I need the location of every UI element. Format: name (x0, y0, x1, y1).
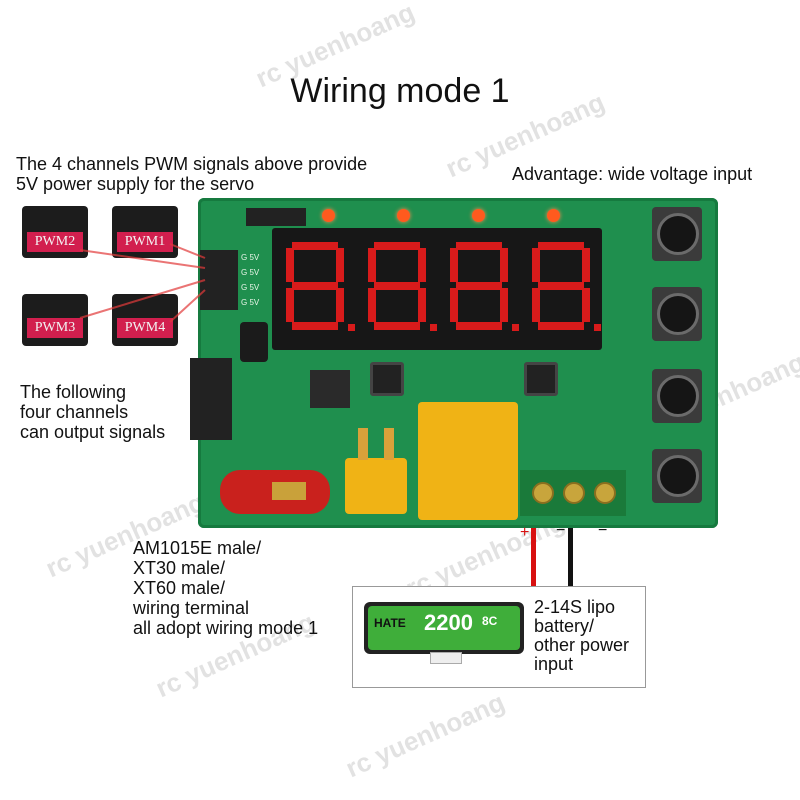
digit-1 (286, 242, 355, 331)
digit-4 (532, 242, 601, 331)
xt60-connector (418, 402, 518, 520)
pwm-pin-header (200, 250, 238, 310)
output-pin-header (190, 358, 232, 440)
capacitor (240, 322, 268, 362)
screw-icon (532, 482, 554, 504)
led-indicator (322, 209, 335, 222)
page-title: Wiring mode 1 (290, 72, 510, 110)
top-pin-header (246, 208, 306, 226)
note-advantage: Advantage: wide voltage input (512, 164, 753, 184)
pin-label: G 5V (241, 298, 260, 307)
inductor (310, 370, 350, 408)
tactile-button-right[interactable] (524, 362, 558, 396)
servo-label-pwm1: PWM1 (117, 232, 173, 252)
display-digits (286, 242, 601, 331)
polarity-negative: − (556, 522, 566, 539)
screw-icon (594, 482, 616, 504)
polarity-positive: + (520, 524, 530, 541)
knob-icon[interactable] (657, 293, 699, 335)
am1015e-pin (272, 482, 306, 500)
digit-3 (450, 242, 519, 331)
battery-rate: 8C (482, 614, 498, 628)
led-indicator (547, 209, 560, 222)
digit-2 (368, 242, 437, 331)
note-battery: 2-14S lipo battery/ other power input (534, 597, 630, 674)
led-indicator (472, 209, 485, 222)
xt30-pin (384, 428, 394, 460)
note-pwm-power: The 4 channels PWM signals above provide… (16, 154, 368, 194)
pin-label: G 5V (241, 268, 260, 277)
xt30-pin (358, 428, 368, 460)
battery-label: HATE 2200 8C (368, 606, 520, 650)
note-connectors: AM1015E male/ XT30 male/ XT60 male/ wiri… (133, 538, 319, 638)
wire-positive (531, 528, 536, 588)
wire-negative (568, 528, 573, 588)
polarity-negative: − (598, 522, 608, 539)
pin-label: G 5V (241, 253, 260, 262)
servo-label-pwm2: PWM2 (27, 232, 83, 252)
screw-icon (563, 482, 585, 504)
knob-icon[interactable] (657, 213, 699, 255)
pin-label: G 5V (241, 283, 260, 292)
knob-icon[interactable] (657, 375, 699, 417)
xt30-connector (345, 458, 407, 514)
tactile-button-left[interactable] (370, 362, 404, 396)
servo-label-pwm4: PWM4 (117, 318, 173, 338)
note-following-channels: The following four channels can output s… (20, 382, 166, 442)
servo-label-pwm3: PWM3 (27, 318, 83, 338)
balance-connector (430, 652, 462, 664)
pwm-pin-labels: G 5V G 5V G 5V G 5V (241, 250, 269, 310)
battery-brand: HATE (374, 616, 406, 630)
led-indicator (397, 209, 410, 222)
knob-icon[interactable] (657, 455, 699, 497)
battery-capacity: 2200 (424, 610, 473, 635)
